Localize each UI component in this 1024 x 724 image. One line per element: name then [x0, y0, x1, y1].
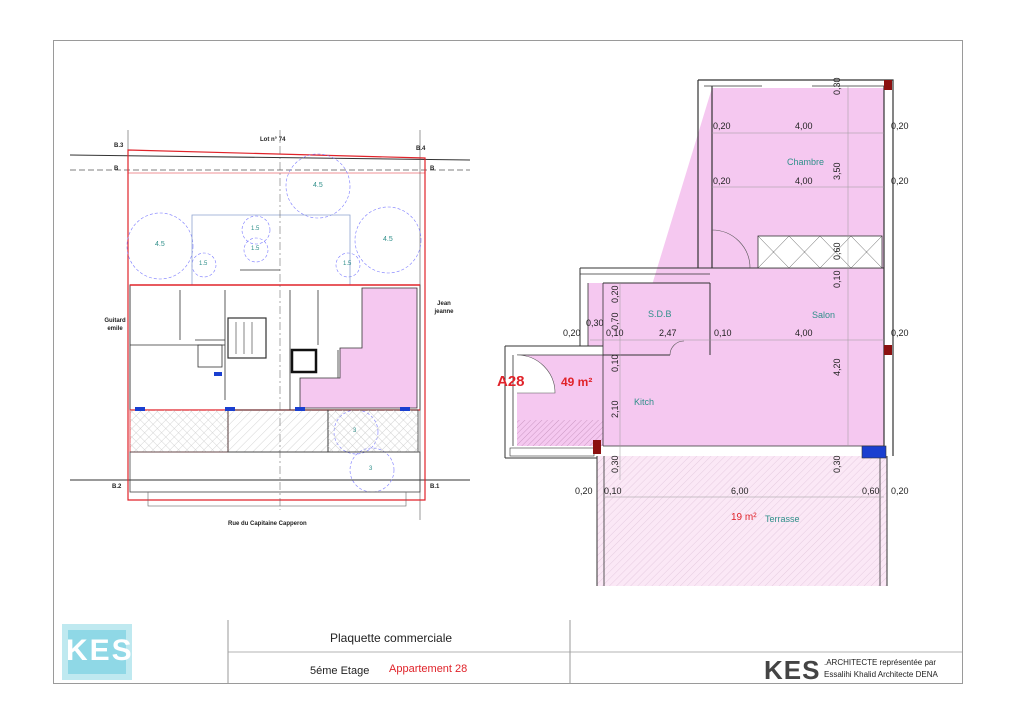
tree-label: 3 [369, 466, 373, 472]
marker-b3: B.3 [114, 143, 124, 149]
firm-logo: KES [764, 655, 821, 685]
document-title: Plaquette commerciale [330, 631, 453, 645]
tree-label: 4.5 [155, 241, 165, 248]
outer-wall [698, 79, 894, 456]
bathroom [197, 344, 223, 368]
apartment-label: Appartement 28 [389, 663, 468, 675]
site-terrace [227, 409, 329, 453]
wardrobe-x [819, 235, 852, 269]
tree-circle [285, 153, 351, 219]
dim-label: 0,60 [862, 486, 880, 496]
dim-label: 0,20 [891, 328, 909, 338]
tree-circle [243, 237, 269, 263]
terrace-area-label: 19 m² [731, 512, 757, 523]
room-kitch: Kitch [634, 397, 655, 407]
unit-area: 49 m² [561, 375, 593, 389]
column-marker [884, 345, 892, 355]
site-terrace-hatch [130, 410, 228, 452]
room-terrasse: Terrasse [765, 514, 800, 524]
lot-outline [127, 149, 426, 501]
wardrobe-x [788, 235, 821, 269]
street-bottom-label: Rue du Capitaine Capperon [228, 521, 307, 527]
section-line-top [69, 154, 471, 161]
tree-label: 1.5 [343, 261, 352, 267]
window-marker [225, 407, 235, 411]
tree-circle [349, 447, 395, 493]
dim-label: 0,10 [606, 328, 624, 338]
street-right-label: Jean jeanne [434, 301, 454, 315]
room-salon: Salon [812, 310, 836, 320]
tree-label: 4.5 [313, 182, 323, 189]
unit-code: A28 [497, 373, 525, 390]
marker-b-left: B [114, 166, 119, 172]
tree-label: 3 [353, 428, 357, 434]
marker-b-right: B [430, 166, 435, 172]
service-floor [588, 283, 603, 346]
elevator-shaft [290, 348, 318, 374]
dim-label: 0,20 [891, 176, 909, 186]
floor-label: 5éme Etage [310, 665, 370, 677]
sidewalk [147, 491, 407, 507]
wardrobe-x [757, 235, 790, 269]
wardrobe-x [850, 235, 883, 269]
window-marker [400, 407, 410, 411]
dim-label: 6,00 [731, 486, 749, 496]
tree-label: 1.5 [199, 261, 208, 267]
column-marker [593, 440, 601, 454]
dim-label: 2,47 [659, 328, 677, 338]
entry-door-swing [516, 354, 556, 394]
site-terrace-hatch [328, 410, 418, 452]
tree-circle [335, 252, 361, 278]
site-apartment-a28 [299, 287, 418, 409]
wardrobe [757, 235, 883, 269]
column-marker [884, 80, 892, 90]
lot-label: Lot n° 74 [260, 137, 286, 143]
tree-label: 1.5 [251, 246, 260, 252]
dim-label: 4,00 [795, 121, 813, 131]
room-sdb: S.D.B [648, 309, 672, 319]
window-marker [135, 407, 145, 411]
dim-label: 0,20 [891, 486, 909, 496]
room-chambre: Chambre [787, 157, 825, 167]
dim-label: 4,00 [795, 176, 813, 186]
kes-logo-tile-inner [68, 630, 126, 674]
dim-label: 4,00 [795, 328, 813, 338]
tree-label: 4.5 [383, 236, 393, 243]
marker-b2: B.2 [112, 484, 122, 490]
dim-label: 0,10 [604, 486, 622, 496]
kes-logo-mark: KES [66, 634, 134, 667]
dim-label: 0,20 [713, 176, 731, 186]
firm-line-1: .ARCHITECTE représentée par [824, 658, 937, 667]
window-marker [295, 407, 305, 411]
tree-label: 1.5 [251, 226, 260, 232]
dim-label: 0,30 [586, 318, 604, 328]
stair-core [227, 317, 267, 359]
chambre-door-swing [711, 229, 751, 269]
tree-circle [126, 212, 194, 280]
kitchen-counter [517, 420, 603, 446]
sdb-floor [603, 283, 710, 355]
drawing-sheet [53, 40, 963, 684]
window-marker [861, 445, 887, 459]
tree-circle [354, 206, 422, 274]
tree-circle [241, 215, 271, 245]
dim-label: 0,10 [714, 328, 732, 338]
window-marker [214, 372, 222, 376]
terrace-hatch [597, 456, 887, 586]
marker-b1: B.1 [430, 484, 440, 490]
dim-label: 0,20 [563, 328, 581, 338]
marker-b4: B.4 [416, 146, 426, 152]
dim-label: 0,20 [575, 486, 593, 496]
sdb-door-swing [669, 340, 685, 356]
dim-label: 0,20 [713, 121, 731, 131]
street-left-label: Guitard emile [104, 318, 126, 332]
dim-label: 0,20 [891, 121, 909, 131]
firm-line-2: Essalihi Khalid Architecte DENA [824, 670, 938, 679]
